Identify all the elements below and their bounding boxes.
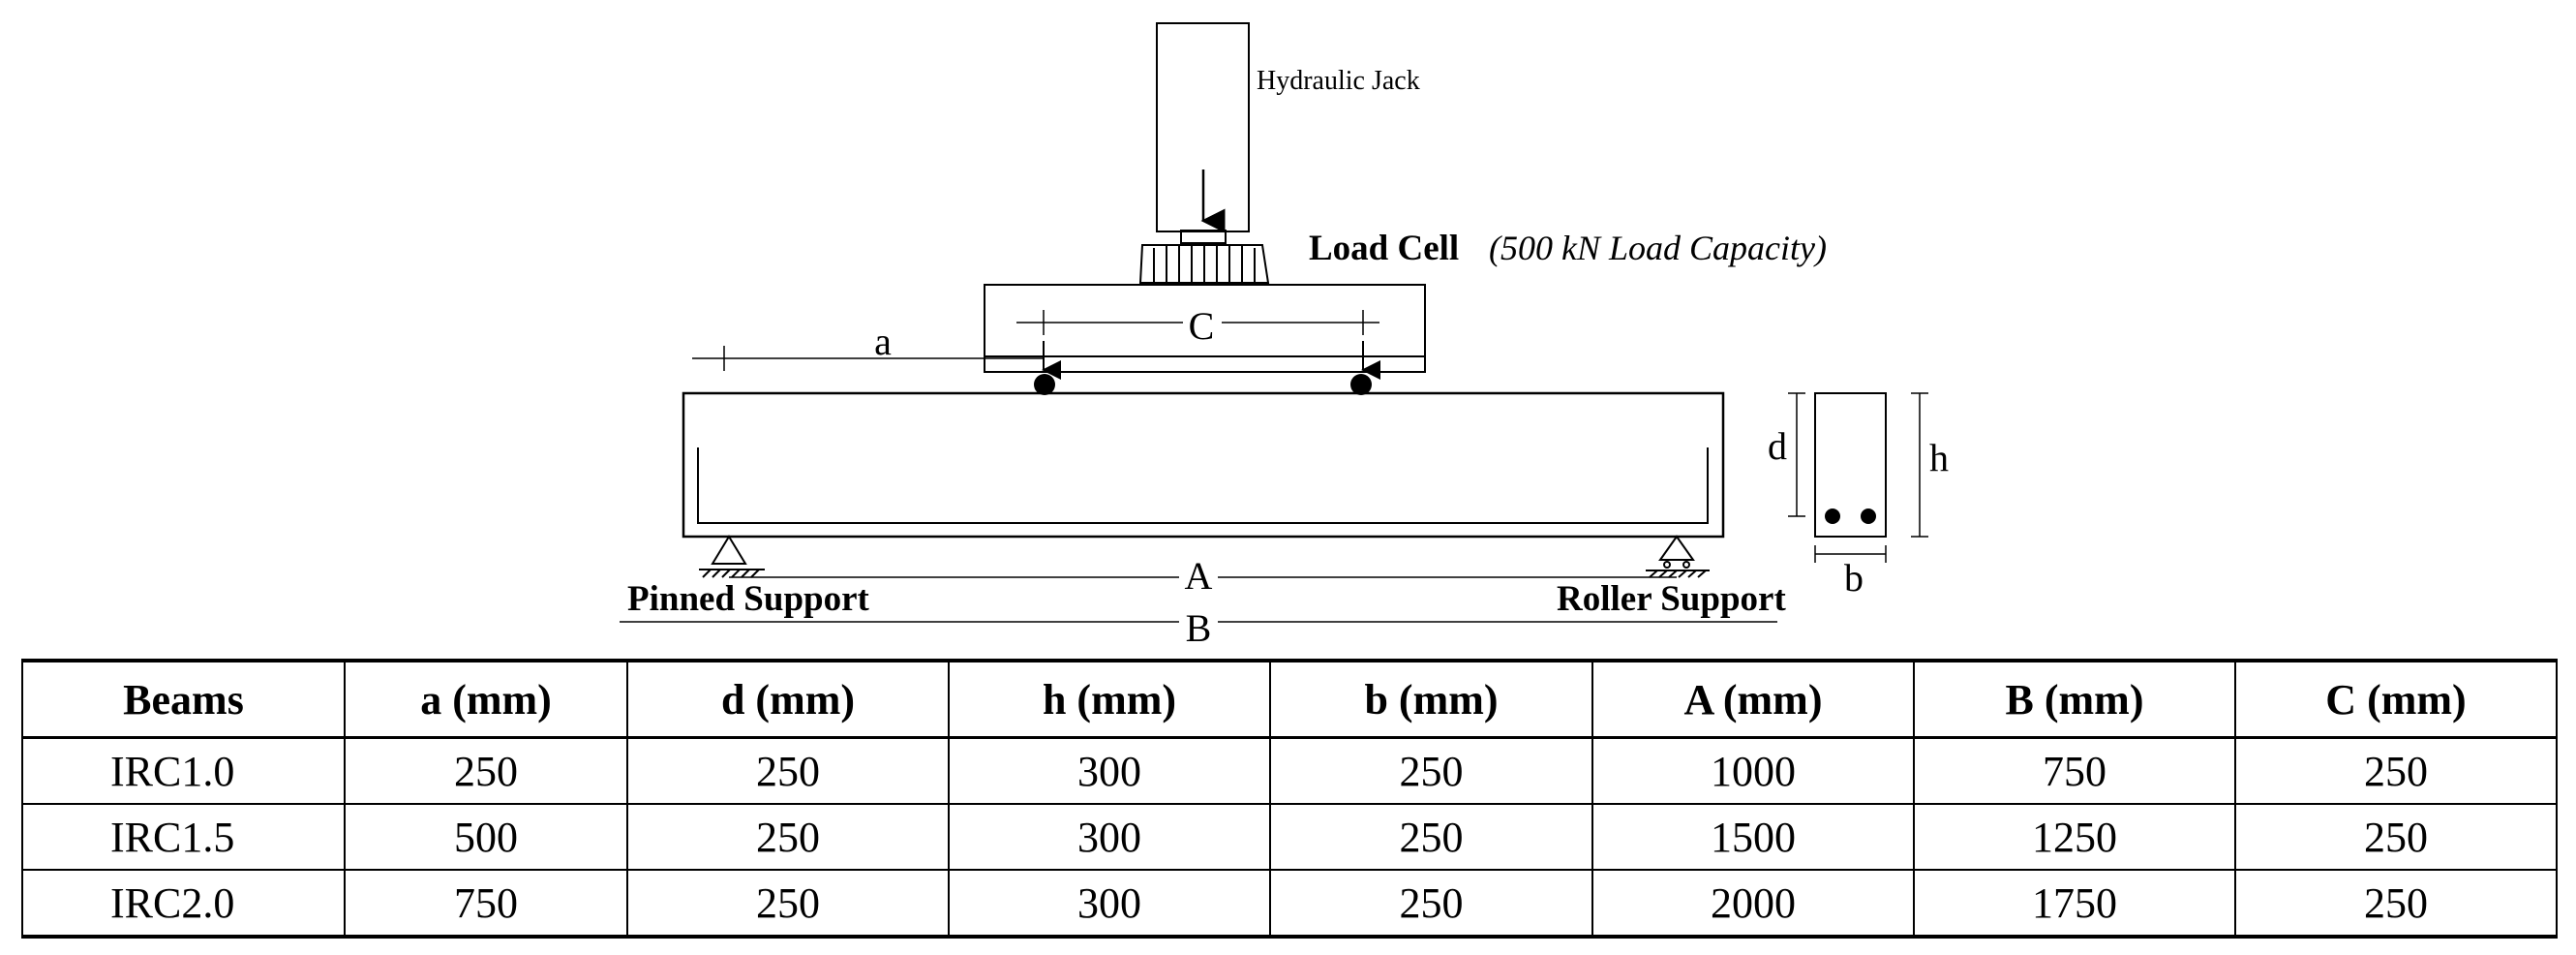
cell-A: 1000 <box>1591 736 1915 805</box>
dimension-b-label: b <box>1844 556 1864 600</box>
dimension-d <box>1788 392 1805 517</box>
dimension-b <box>1814 545 1887 563</box>
cell-beam: IRC2.0 <box>21 869 346 938</box>
load-cell-label: Load Cell <box>1309 229 1459 268</box>
load-cell <box>1138 230 1270 284</box>
cell-a: 500 <box>344 803 628 871</box>
dimension-h <box>1911 392 1928 538</box>
roller-support <box>1646 535 1710 578</box>
cell-b: 250 <box>1269 803 1593 871</box>
cell-h: 300 <box>948 803 1271 871</box>
header-d: d (mm) <box>626 660 950 739</box>
hydraulic-jack-label: Hydraulic Jack <box>1257 66 1420 96</box>
cell-beam: IRC1.0 <box>21 736 346 805</box>
header-B: B (mm) <box>1913 660 2236 739</box>
pinned-support <box>699 535 765 578</box>
cell-d: 250 <box>626 803 950 871</box>
table-row: IRC2.0 750 250 300 250 2000 1750 250 <box>21 869 2558 938</box>
cell-b: 250 <box>1269 869 1593 938</box>
dimension-A-label: A <box>1185 554 1213 598</box>
header-a: a (mm) <box>344 660 628 739</box>
test-beam <box>682 391 1725 539</box>
cell-a: 250 <box>344 736 628 805</box>
cell-B: 1250 <box>1913 803 2236 871</box>
spreader-beam <box>984 284 1426 373</box>
cell-A: 2000 <box>1591 869 1915 938</box>
dimension-B-label: B <box>1186 606 1212 650</box>
load-roller-left <box>1034 374 1055 395</box>
cell-beam: IRC1.5 <box>21 803 346 871</box>
header-beams: Beams <box>21 660 346 739</box>
header-b: b (mm) <box>1269 660 1593 739</box>
beam-reinforcement <box>697 447 1709 524</box>
rebar-right <box>1861 508 1876 524</box>
dimension-h-label: h <box>1929 436 1949 479</box>
cell-A: 1500 <box>1591 803 1915 871</box>
cell-B: 1750 <box>1913 869 2236 938</box>
cell-B: 750 <box>1913 736 2236 805</box>
cell-h: 300 <box>948 869 1271 938</box>
cell-C: 250 <box>2234 736 2558 805</box>
cell-a: 750 <box>344 869 628 938</box>
dimension-c-label: C <box>1189 304 1215 348</box>
header-h: h (mm) <box>948 660 1271 739</box>
cell-h: 300 <box>948 736 1271 805</box>
dimension-a-label: a <box>874 320 892 363</box>
dimension-d-label: d <box>1768 424 1787 468</box>
cell-d: 250 <box>626 869 950 938</box>
rebar-left <box>1825 508 1840 524</box>
cell-C: 250 <box>2234 803 2558 871</box>
header-C: C (mm) <box>2234 660 2558 739</box>
table-header-row: Beams a (mm) d (mm) h (mm) b (mm) A (mm)… <box>21 660 2558 739</box>
dimension-a <box>692 346 1044 371</box>
roller-support-label: Roller Support <box>1557 579 1786 619</box>
table-row: IRC1.5 500 250 300 250 1500 1250 250 <box>21 803 2558 871</box>
header-A: A (mm) <box>1591 660 1915 739</box>
beam-cross-section <box>1814 392 1887 538</box>
cell-d: 250 <box>626 736 950 805</box>
cell-C: 250 <box>2234 869 2558 938</box>
beam-dimensions-table: Beams a (mm) d (mm) h (mm) b (mm) A (mm)… <box>21 659 2558 939</box>
load-cell-capacity-label: (500 kN Load Capacity) <box>1489 229 1827 267</box>
table-row: IRC1.0 250 250 300 250 1000 750 250 <box>21 736 2558 805</box>
cell-b: 250 <box>1269 736 1593 805</box>
load-roller-right <box>1350 374 1372 395</box>
pinned-support-label: Pinned Support <box>627 579 870 619</box>
test-setup-diagram: Hydraulic Jack Load Cell (500 kN Load Ca… <box>620 22 1949 650</box>
